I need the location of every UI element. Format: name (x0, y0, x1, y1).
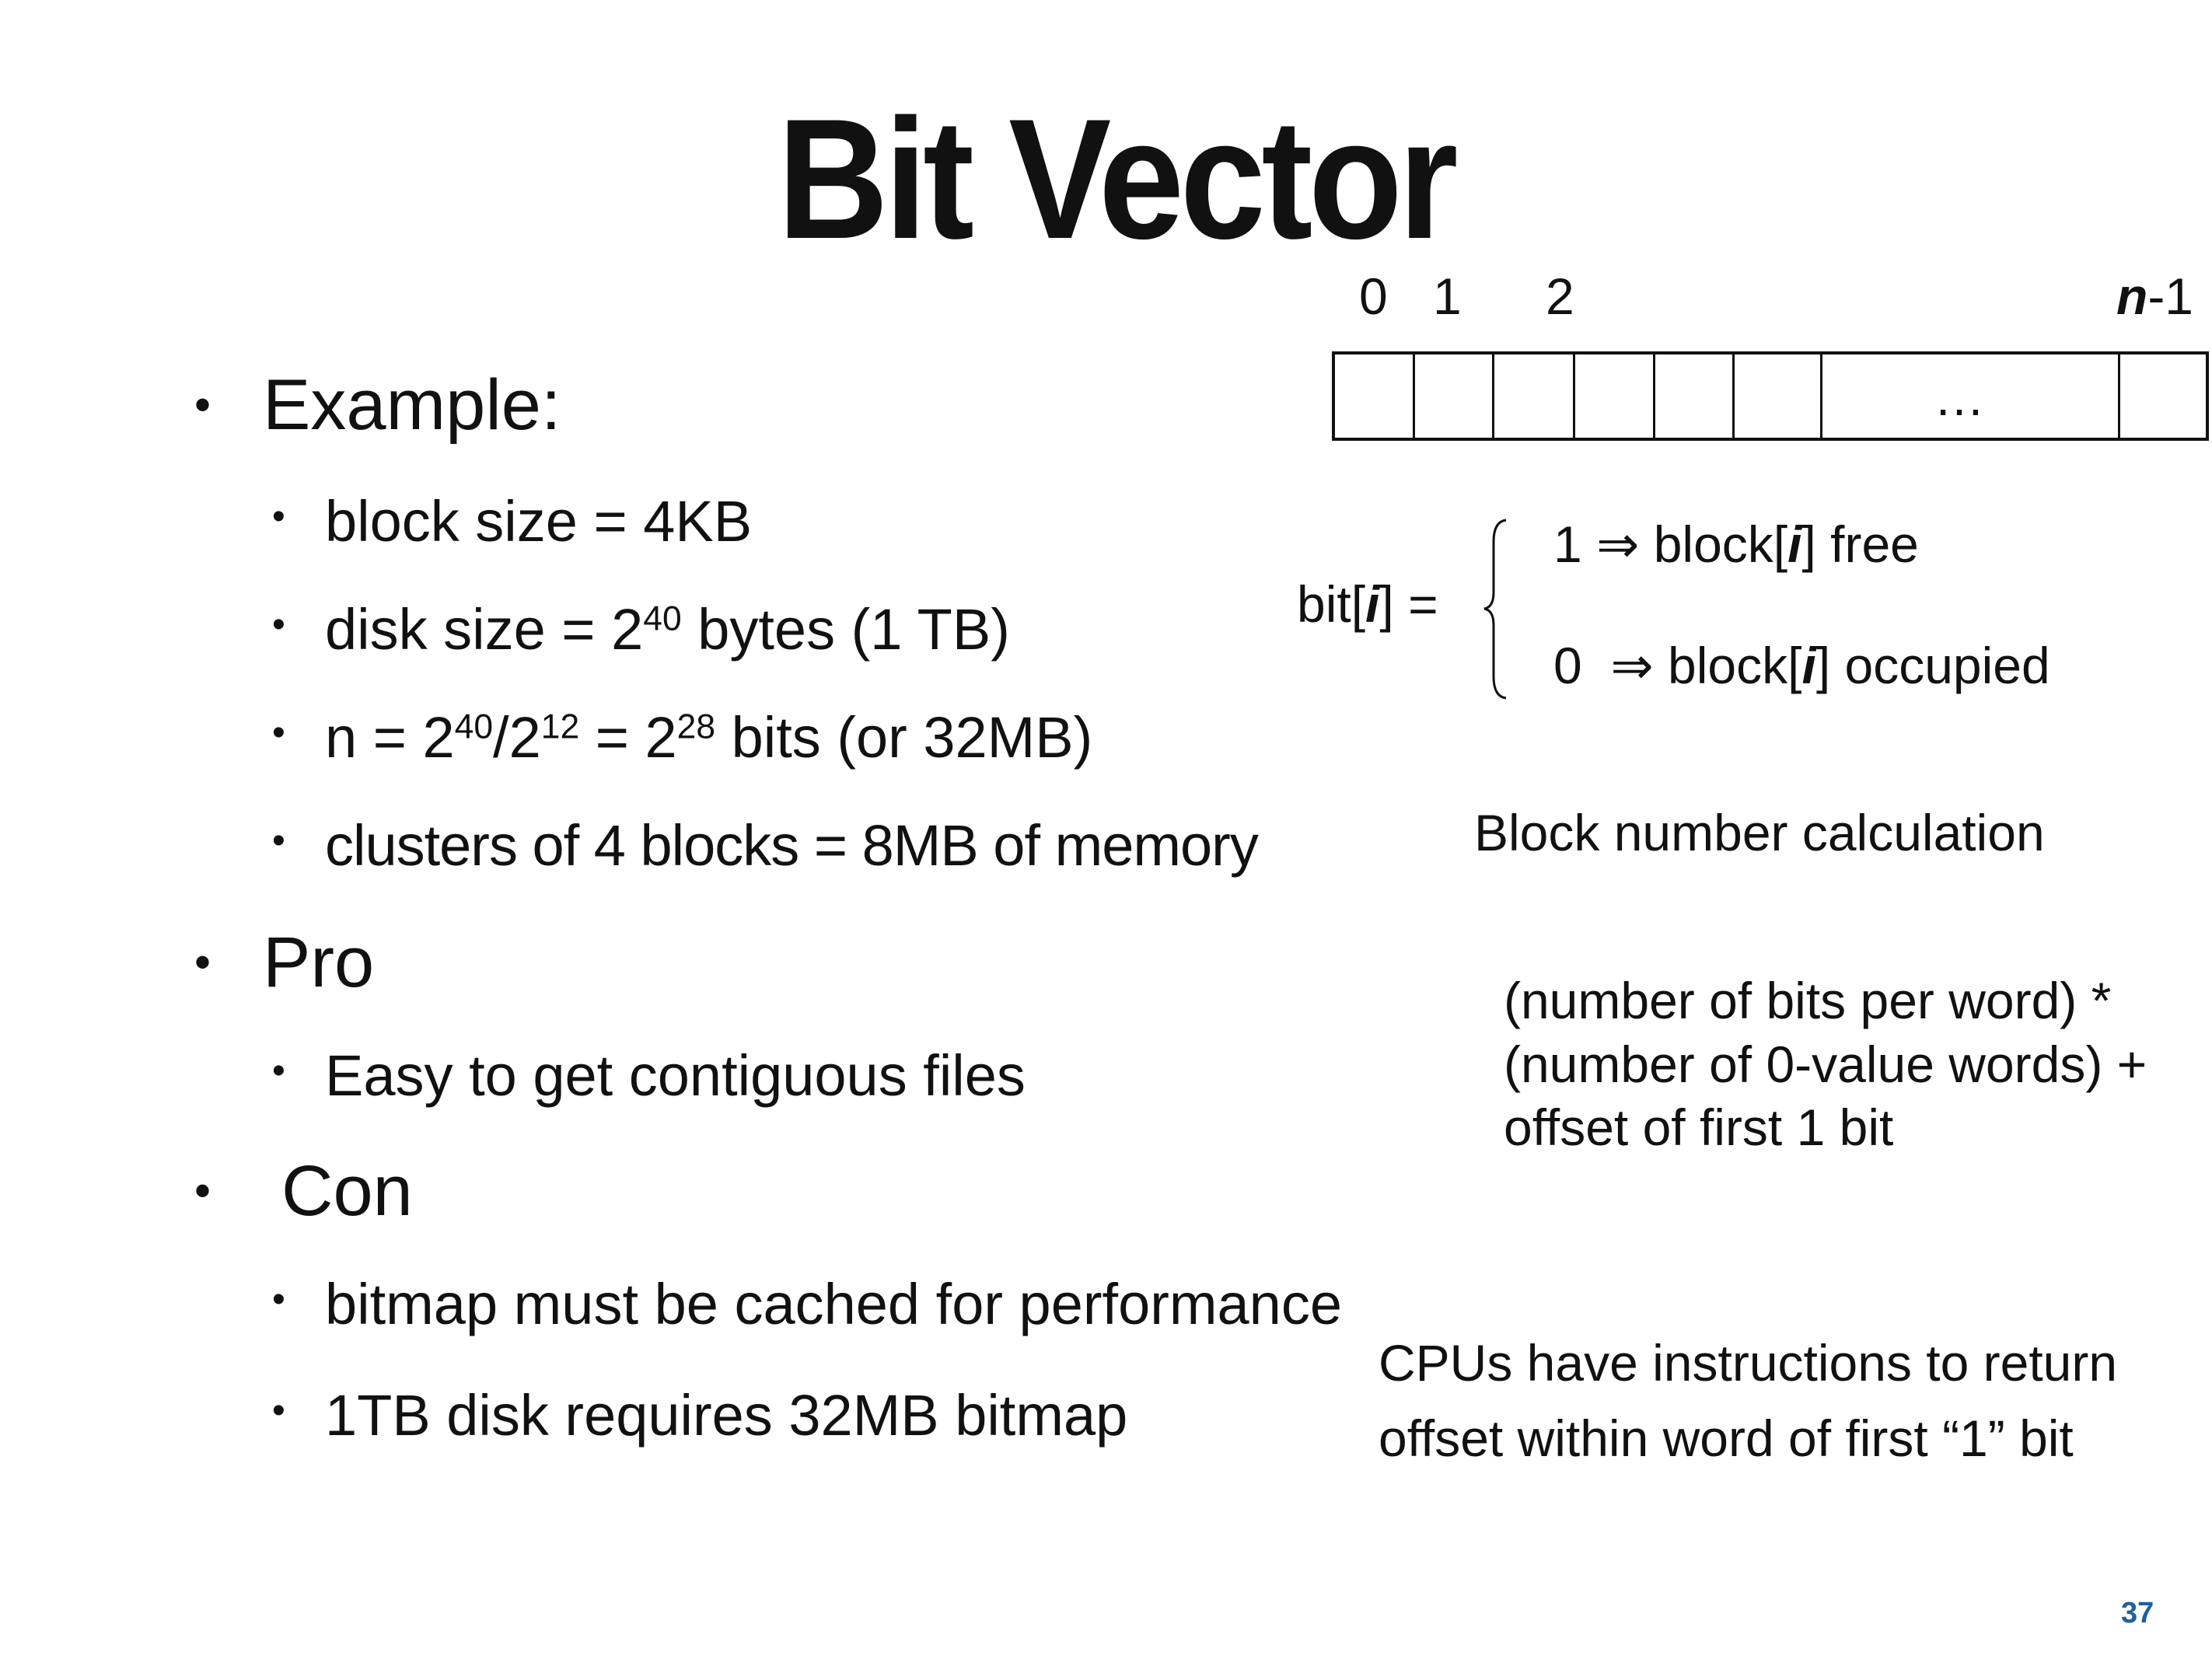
bit-definition-label: bit[i] = (1297, 578, 1438, 630)
sub-bullet: n = 240/212 = 228 bits (or 32MB) (325, 709, 1092, 767)
text: ] = (1379, 575, 1438, 633)
sub-bullet: clusters of 4 blocks = 8MB of memory (325, 813, 1259, 878)
case-free: 1 ⇒ block[i] free (1553, 519, 1919, 570)
calc-heading: Block number calculation (1474, 804, 2045, 861)
bullet-example: Example: (263, 365, 561, 445)
text: disk size = 2 (325, 597, 644, 662)
brace-icon (1483, 519, 1507, 700)
text: n = 2 (325, 705, 455, 770)
page-number: 37 (2121, 1597, 2154, 1629)
ellipsis: … (1934, 368, 1985, 426)
index-label-last: n-1 (2116, 271, 2193, 322)
sub-bullet: disk size = 240 bytes (1 TB) (325, 601, 1010, 658)
text: ] occupied (1815, 637, 2050, 694)
index-label: 0 (1359, 267, 1388, 325)
index-label: 1 (1433, 267, 1462, 325)
text: -1 (2147, 267, 2194, 325)
var: n (2116, 267, 2148, 325)
text: bit[ (1297, 575, 1366, 633)
var: i (1365, 575, 1380, 633)
bullet-icon: • (194, 1165, 211, 1217)
cell-divider (1492, 355, 1494, 438)
bullet-pro: Pro (263, 923, 375, 1002)
exponent: 12 (540, 707, 580, 746)
note-line: offset within word of first “1” bit (1379, 1409, 2074, 1467)
text: block[ (1653, 637, 1802, 694)
cell-divider (1413, 355, 1415, 438)
index-label: 2 (1546, 267, 1574, 325)
cell-divider (1653, 355, 1655, 438)
exponent: 28 (676, 707, 716, 746)
calc-line: (number of bits per word) * (1504, 972, 2112, 1029)
bullet-icon: • (272, 1279, 285, 1320)
var: i (1801, 637, 1816, 694)
cell-divider (1820, 355, 1822, 438)
bullet-icon: • (272, 820, 285, 861)
text: ] free (1801, 515, 1919, 573)
text: 1 (1553, 515, 1582, 573)
bullet-icon: • (272, 1390, 285, 1431)
cell-divider (1732, 355, 1735, 438)
sub-bullet: Easy to get contiguous files (325, 1043, 1026, 1108)
bullet-con: Con (281, 1151, 413, 1231)
bit-vector-diagram: … (1332, 351, 2209, 441)
text: /2 (493, 705, 541, 770)
bullet-icon: • (194, 379, 211, 431)
calc-line: (number of 0-value words) + (1504, 1036, 2147, 1093)
calc-line: offset of first 1 bit (1504, 1098, 1894, 1156)
text: bits (or 32MB) (715, 705, 1093, 770)
cell-divider (1573, 355, 1575, 438)
sub-bullet: bitmap must be cached for performance (325, 1272, 1342, 1336)
case-occupied: 0 ⇒ block[i] occupied (1553, 640, 2050, 691)
implies-icon: ⇒ (1610, 637, 1654, 694)
bullet-icon: • (272, 604, 285, 645)
var: i (1787, 515, 1802, 573)
cell-divider (2118, 355, 2120, 438)
text: block[ (1639, 515, 1788, 573)
sub-bullet: 1TB disk requires 32MB bitmap (325, 1383, 1128, 1448)
note-line: CPUs have instructions to return (1379, 1334, 2118, 1392)
bullet-icon: • (272, 1050, 285, 1091)
text: bytes (1 TB) (681, 597, 1010, 662)
slide-title: Bit Vector (777, 83, 1459, 274)
exponent: 40 (643, 599, 682, 638)
bullet-icon: • (272, 496, 285, 537)
text: 0 (1553, 637, 1582, 694)
implies-icon: ⇒ (1596, 515, 1640, 573)
sub-bullet: block size = 4KB (325, 489, 753, 554)
bullet-icon: • (194, 936, 211, 988)
bullet-icon: • (272, 712, 285, 753)
text: = 2 (579, 705, 677, 770)
exponent: 40 (454, 707, 494, 746)
